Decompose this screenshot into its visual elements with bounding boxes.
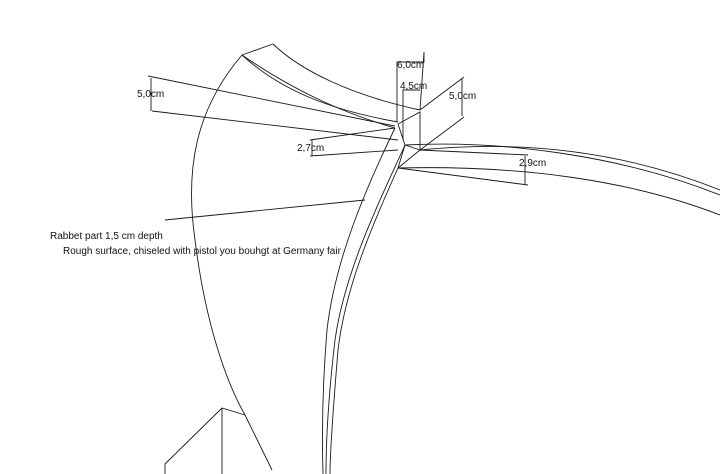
arm-upper-1	[419, 145, 720, 191]
blade-edge-1	[322, 127, 396, 474]
horn-outer-edge	[241, 43, 274, 56]
dim-label-mid: 2,7cm	[297, 143, 325, 154]
base-box	[164, 407, 246, 474]
arm-lower	[397, 167, 720, 216]
blade-edge-2	[397, 123, 406, 146]
dim-top-4-5cm	[402, 89, 420, 140]
dim-label-top-inner: 4,5cm	[400, 81, 428, 92]
corner-edges	[397, 111, 421, 169]
blade-edge-4	[397, 144, 406, 169]
arm-upper-2	[404, 143, 720, 196]
blade-edge-5	[329, 167, 399, 474]
dim-right-5cm	[419, 76, 465, 151]
dim-label-top-width: 6,0cm	[397, 60, 425, 71]
dim-2-7cm	[309, 127, 399, 157]
dim-2-9cm	[397, 149, 529, 186]
note-leader-line	[164, 199, 366, 221]
note-surface: Rough surface, chiseled with pistol you …	[63, 246, 341, 257]
blade-edge-3	[325, 144, 406, 474]
horn-upper-curve	[272, 43, 421, 111]
left-outer-curve	[191, 54, 273, 471]
dim-label-right-height: 5,0cm	[449, 91, 477, 102]
dim-label-arm: 2,9cm	[519, 158, 547, 169]
dim-left-5cm	[147, 75, 399, 141]
note-rabbet: Rabbet part 1,5 cm depth	[50, 231, 163, 242]
dim-label-left-height: 5,0cm	[137, 89, 165, 100]
horn-mid-curve	[241, 54, 399, 123]
dim-top-6cm	[396, 51, 425, 122]
